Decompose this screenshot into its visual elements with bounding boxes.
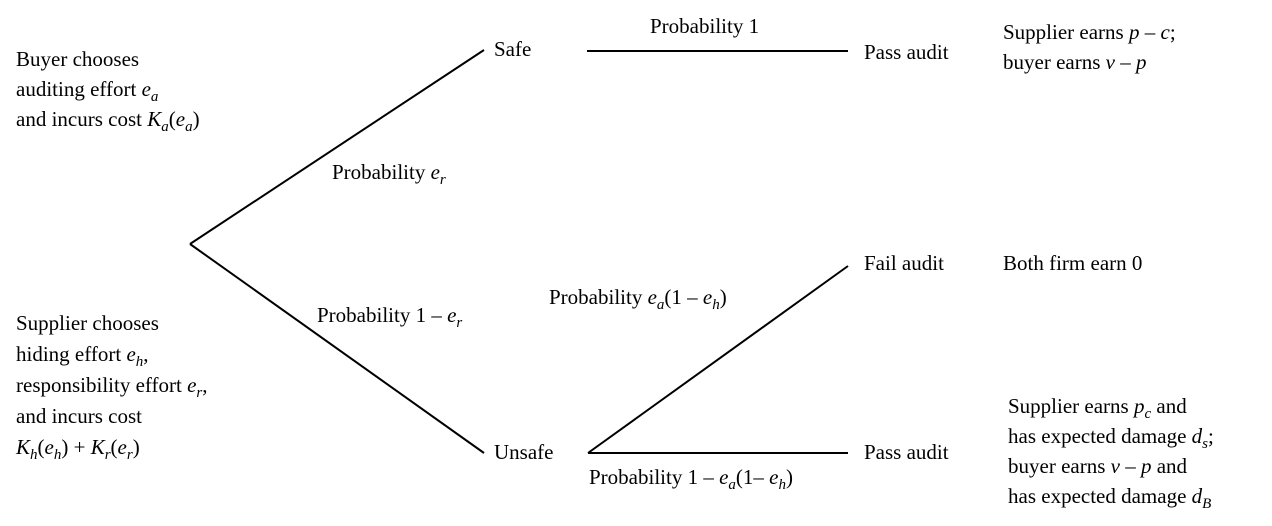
outcome-unsafe-pass: Supplier earns pc and has expected damag… (1008, 391, 1214, 512)
supplier-note-line-5: Kh(eh) + Kr(er) (16, 435, 140, 463)
outcome-safe-pass-line-2: buyer earns v – p (1003, 50, 1147, 74)
node-fail-audit: Fail audit (864, 251, 944, 275)
node-pass-audit-top: Pass audit (864, 40, 949, 64)
edge-root-to-unsafe (189, 243, 485, 454)
outcome-safe-pass: Supplier earns p – c; buyer earns v – p (1003, 17, 1176, 77)
outcome-unsafe-pass-line-1: Supplier earns pc and (1008, 394, 1187, 422)
outcome-fail: Both firm earn 0 (1003, 251, 1143, 275)
prob-safe-label: Probability er (332, 160, 446, 188)
prob-unsafe-label: Probability 1 – er (317, 303, 463, 331)
prob-safe-pass-label: Probability 1 (650, 14, 760, 38)
prob-unsafe-pass-label: Probability 1 – ea(1– eh) (589, 465, 793, 493)
prob-fail-audit-label: Probability ea(1 – eh) (549, 285, 727, 313)
node-unsafe: Unsafe (494, 440, 554, 464)
buyer-note-line-3: and incurs cost Ka(ea) (16, 107, 200, 135)
supplier-note-line-3: responsibility effort er, (16, 373, 208, 401)
outcome-unsafe-pass-line-3: buyer earns v – p and (1008, 454, 1188, 478)
buyer-choice-note: Buyer chooses auditing effort ea and inc… (16, 44, 200, 135)
edge-root-to-safe (189, 49, 485, 245)
buyer-note-line-1: Buyer chooses (16, 47, 140, 71)
buyer-note-line-2: auditing effort ea (16, 77, 159, 105)
supplier-note-line-4: and incurs cost (16, 404, 142, 428)
outcome-unsafe-pass-line-2: has expected damage ds; (1008, 424, 1214, 452)
outcome-safe-pass-line-1: Supplier earns p – c; (1003, 20, 1176, 44)
supplier-note-line-1: Supplier chooses (16, 311, 159, 335)
node-pass-audit-bottom: Pass audit (864, 440, 949, 464)
supplier-note-line-2: hiding effort eh, (16, 342, 149, 370)
outcome-unsafe-pass-line-4: has expected damage dB (1008, 484, 1212, 512)
supplier-choice-note: Supplier chooses hiding effort eh, respo… (16, 308, 208, 463)
edge-unsafe-to-fail-audit (587, 265, 849, 454)
node-safe: Safe (494, 37, 532, 61)
